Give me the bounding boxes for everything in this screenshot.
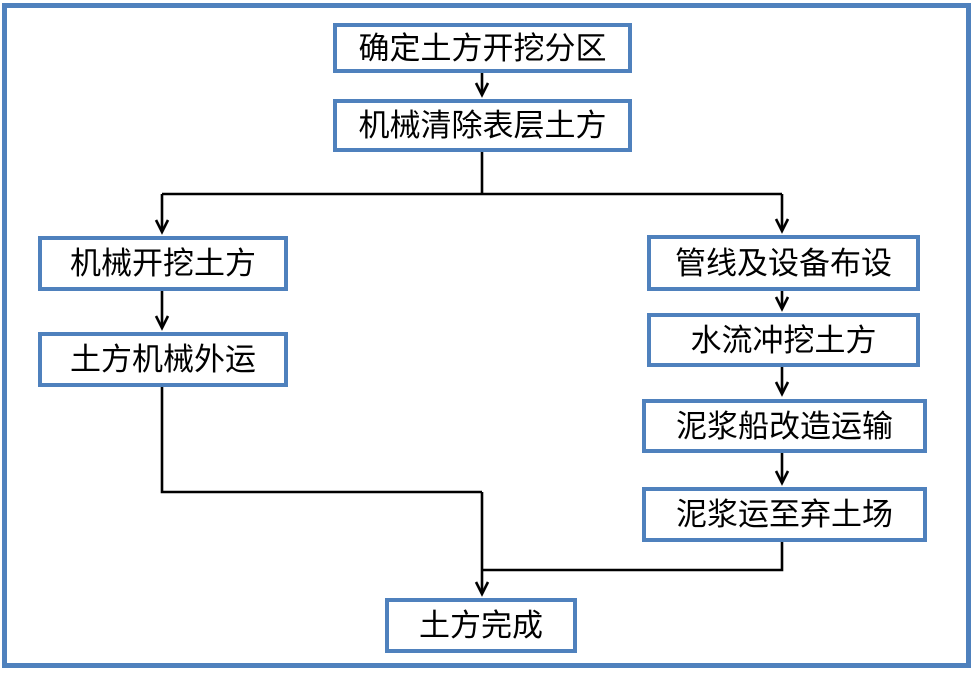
outer-frame xyxy=(2,3,971,668)
flow-node-water-excavate: 水流冲挖土方 xyxy=(647,313,920,367)
flow-node-determine-zones: 确定土方开挖分区 xyxy=(333,23,632,73)
flow-node-mech-excavate: 机械开挖土方 xyxy=(38,236,288,291)
flow-node-earthwork-complete: 土方完成 xyxy=(385,598,577,653)
connector-haul-merge xyxy=(160,387,482,494)
flow-node-mud-boat-transport: 泥浆船改造运输 xyxy=(642,399,927,453)
flow-node-pipeline-layout: 管线及设备布设 xyxy=(647,235,920,291)
flow-node-clear-surface: 机械清除表层土方 xyxy=(333,99,632,152)
connector-spoil-merge xyxy=(482,542,784,572)
flow-node-mech-haul: 土方机械外运 xyxy=(38,332,288,387)
flow-node-mud-to-spoil-site: 泥浆运至弃土场 xyxy=(642,487,927,542)
